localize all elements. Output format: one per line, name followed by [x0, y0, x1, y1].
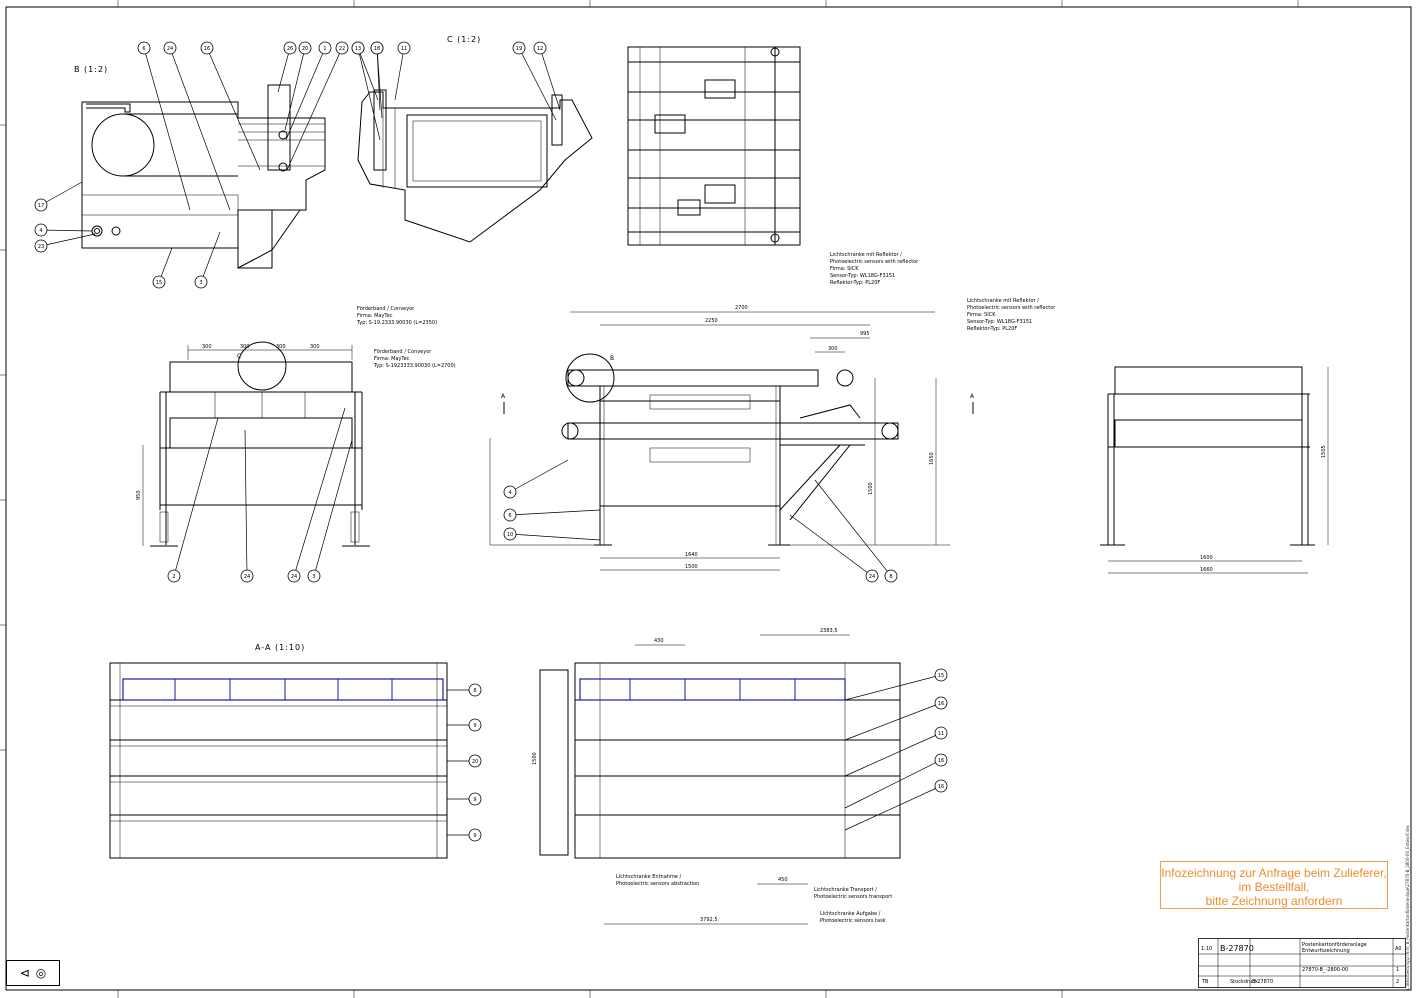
- dim-section-width-1: 430: [654, 638, 664, 644]
- detail-c-label: C (1:2): [447, 35, 481, 44]
- front-view: 2700 2250 995 300 1640 1500 1500 1650 A …: [489, 305, 975, 571]
- dim-section-width-4: 3792,5: [700, 917, 718, 923]
- left-view-detail-c: C: [237, 353, 241, 360]
- tb-drawing-no: B-27870: [1220, 944, 1254, 953]
- tb-scale: 1:10: [1201, 946, 1213, 952]
- projection-cone-icon: ⊲: [19, 966, 30, 980]
- dim-section-width-3: 450: [778, 877, 788, 883]
- section-aa-left: A-A (1:10): [109, 643, 448, 859]
- section-aa-right: 430 2383,5 450 3792,5 1500: [532, 628, 901, 925]
- detail-view-c: C (1:2): [357, 35, 593, 243]
- tb-sheet: 1: [1396, 967, 1400, 973]
- dim-front-height-1: 1500: [868, 482, 874, 495]
- dim-front-width-1: 1640: [685, 552, 698, 558]
- detail-b-label: B (1:2): [74, 65, 108, 74]
- drawing-frame: [5, 6, 1412, 991]
- tb-format: A0: [1395, 946, 1402, 952]
- dim-section-height: 1500: [532, 752, 538, 765]
- tb-title-de: Postenkartonförderanlage: [1302, 942, 1367, 948]
- detail-view-b: B (1:2): [74, 65, 326, 269]
- front-view-detail-b: B: [610, 355, 614, 362]
- dim-top-right-b: 300: [828, 346, 838, 352]
- dim-left-4: 300: [310, 344, 320, 350]
- dim-top-overall: 2700: [735, 305, 748, 311]
- tb-title-en: Entwurfszeichnung: [1302, 948, 1350, 954]
- frame-ticks: [0, 0, 1299, 998]
- tb-material: Stockdruck: [1230, 979, 1258, 985]
- info-note-line-2: im Bestellfall,: [1238, 880, 1310, 894]
- tb-drawn-by: TB: [1202, 979, 1209, 985]
- dim-right-height: 1505: [1321, 445, 1327, 458]
- left-side-view: 300 300 300 300 950 C: [136, 341, 370, 547]
- tb-ref-no: B-27870: [1252, 979, 1274, 985]
- dim-left-2: 300: [240, 344, 250, 350]
- dim-left-height: 950: [136, 490, 142, 500]
- dim-front-height-2: 1650: [929, 452, 935, 465]
- tb-part-no: 27870-B_-2800-00: [1302, 967, 1349, 973]
- dim-right-width-1: 1600: [1200, 555, 1213, 561]
- dim-top-inner: 2250: [705, 318, 718, 324]
- projection-circle-icon: ◎: [35, 966, 47, 980]
- info-note-box: Infozeichnung zur Anfrage beim Zuliefere…: [1160, 861, 1388, 909]
- projection-symbol: ⊲ ◎: [6, 960, 60, 986]
- title-block-grid: [1198, 938, 1406, 988]
- dim-section-width-2: 2383,5: [820, 628, 838, 634]
- file-path-text: L:\Bearbeitung\27870_B_Postenkartonförde…: [1405, 825, 1410, 990]
- section-marker-a-left: A: [501, 393, 506, 400]
- dim-left-1: 300: [202, 344, 212, 350]
- section-aa-label: A-A (1:10): [255, 643, 305, 652]
- title-block: 1:10 B-27870 Postenkartonförderanlage En…: [1198, 938, 1406, 988]
- dim-left-3: 300: [276, 344, 286, 350]
- info-note-line-1: Infozeichnung zur Anfrage beim Zuliefere…: [1161, 866, 1387, 880]
- section-marker-a-right: A: [970, 393, 975, 400]
- dim-top-right-a: 995: [860, 331, 870, 337]
- dim-right-width-2: 1660: [1200, 567, 1213, 573]
- info-note-line-3: bitte Zeichnung anfordern: [1205, 894, 1343, 908]
- tb-sheet-total: 2: [1396, 979, 1400, 985]
- right-side-view: 1600 1660 1505: [1100, 366, 1329, 574]
- dim-front-width-2: 1500: [685, 564, 698, 570]
- top-view: [627, 46, 801, 246]
